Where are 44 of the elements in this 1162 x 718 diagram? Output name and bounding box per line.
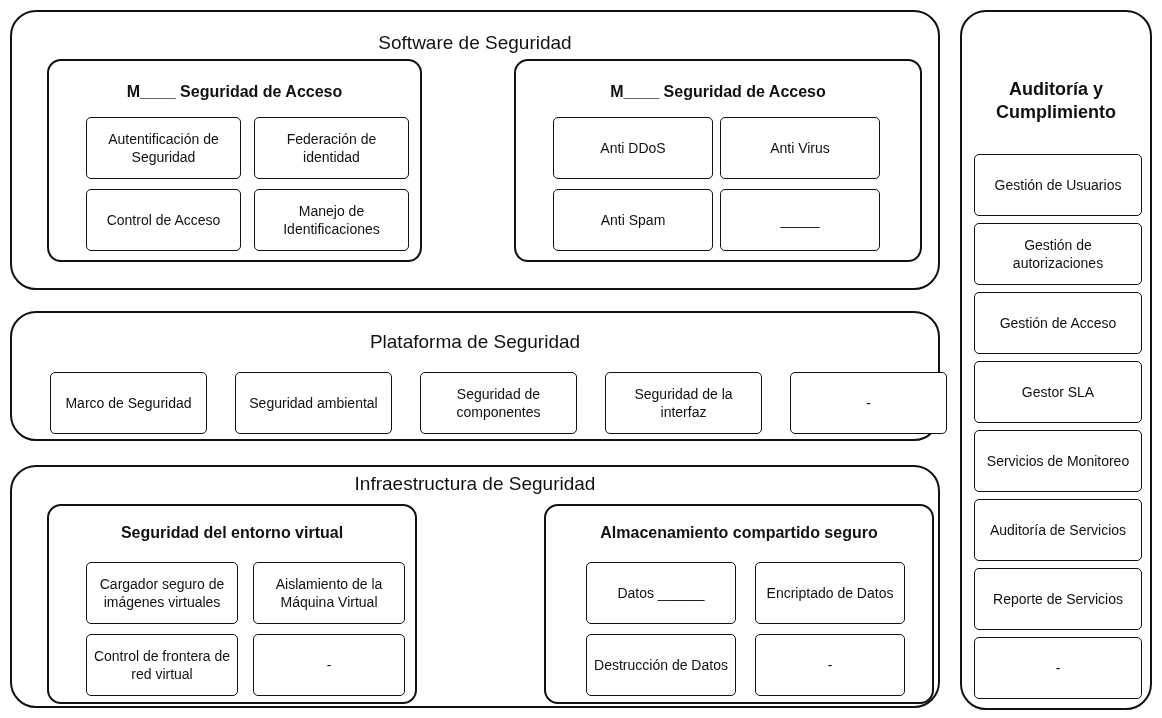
- panel-title: Almacenamiento compartido seguro: [599, 524, 879, 542]
- component-box: Seguridad ambiental: [235, 372, 392, 434]
- component-box: Anti Virus: [720, 117, 880, 179]
- component-box: -: [790, 372, 947, 434]
- container-panel: [514, 59, 922, 262]
- component-box: -: [755, 634, 905, 696]
- component-box: Gestión de Acceso: [974, 292, 1142, 354]
- component-box: Marco de Seguridad: [50, 372, 207, 434]
- component-box: Servicios de Monitoreo: [974, 430, 1142, 492]
- component-box: Federación de identidad: [254, 117, 409, 179]
- component-box: Destrucción de Datos: [586, 634, 736, 696]
- component-box: Gestión de autorizaciones: [974, 223, 1142, 285]
- component-box: Reporte de Servicios: [974, 568, 1142, 630]
- component-box: -: [253, 634, 405, 696]
- container-panel: [544, 504, 934, 704]
- panel-title: M____ Seguridad de Acceso: [609, 83, 827, 101]
- container-panel: [47, 59, 422, 262]
- component-box: Datos ______: [586, 562, 736, 624]
- component-box: Gestor SLA: [974, 361, 1142, 423]
- component-box: Cargador seguro de imágenes virtuales: [86, 562, 238, 624]
- container-panel: [10, 10, 940, 290]
- component-box: Aislamiento de la Máquina Virtual: [253, 562, 405, 624]
- component-box: Anti DDoS: [553, 117, 713, 179]
- component-box: Seguridad de componentes: [420, 372, 577, 434]
- component-box: -: [974, 637, 1142, 699]
- container-panel: [960, 10, 1152, 710]
- container-panel: [10, 465, 940, 708]
- panel-title: Auditoría y Cumplimiento: [995, 78, 1117, 123]
- component-box: Anti Spam: [553, 189, 713, 251]
- component-box: Seguridad de la interfaz: [605, 372, 762, 434]
- panel-title: M____ Seguridad de Acceso: [125, 83, 344, 101]
- component-box: Encriptado de Datos: [755, 562, 905, 624]
- component-box: Gestión de Usuarios: [974, 154, 1142, 216]
- component-box: _____: [720, 189, 880, 251]
- panel-title: Seguridad del entorno virtual: [119, 524, 345, 542]
- panel-title: Software de Seguridad: [377, 32, 573, 54]
- component-box: Autentificación de Seguridad: [86, 117, 241, 179]
- component-box: Manejo de Identificaciones: [254, 189, 409, 251]
- panel-title: Plataforma de Seguridad: [368, 331, 582, 353]
- panel-title: Infraestructura de Seguridad: [353, 473, 597, 495]
- container-panel: [47, 504, 417, 704]
- component-box: Control de frontera de red virtual: [86, 634, 238, 696]
- component-box: Auditoría de Servicios: [974, 499, 1142, 561]
- component-box: Control de Acceso: [86, 189, 241, 251]
